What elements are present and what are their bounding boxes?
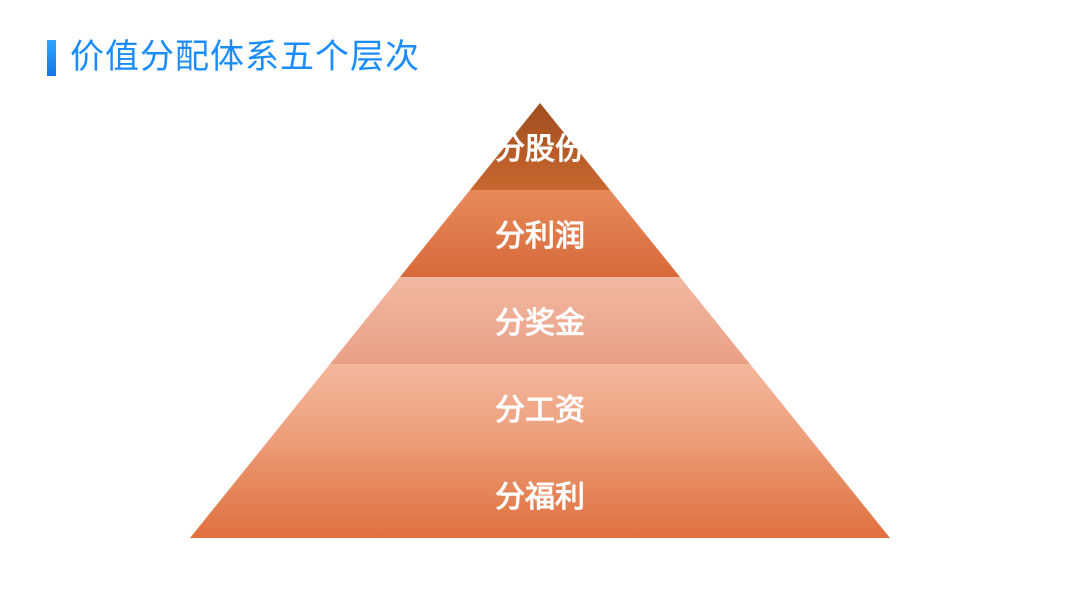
pyramid-layer-shape [400,190,680,277]
pyramid-layer-3: 分奖金 [330,277,750,364]
pyramid-layer-4: 分工资 [260,364,820,451]
pyramid-layer-1: 分股份 [470,103,610,190]
pyramid-layer-shape [260,364,820,451]
pyramid-layer-label: 分利润 [495,219,585,254]
pyramid-layer-label: 分福利 [495,480,585,515]
pyramid-layer-label: 分工资 [495,393,585,428]
pyramid-layer-label: 分股份 [495,132,585,167]
pyramid-layer-shape [190,451,890,538]
page-title: 价值分配体系五个层次 [70,37,420,77]
title-accent-bar [47,40,56,76]
pyramid-layer-shape [470,103,610,190]
pyramid-layer-5: 分福利 [190,451,890,538]
pyramid-layer-2: 分利润 [400,190,680,277]
pyramid-layer-label: 分奖金 [495,306,586,341]
pyramid-layer-shape [330,277,750,364]
